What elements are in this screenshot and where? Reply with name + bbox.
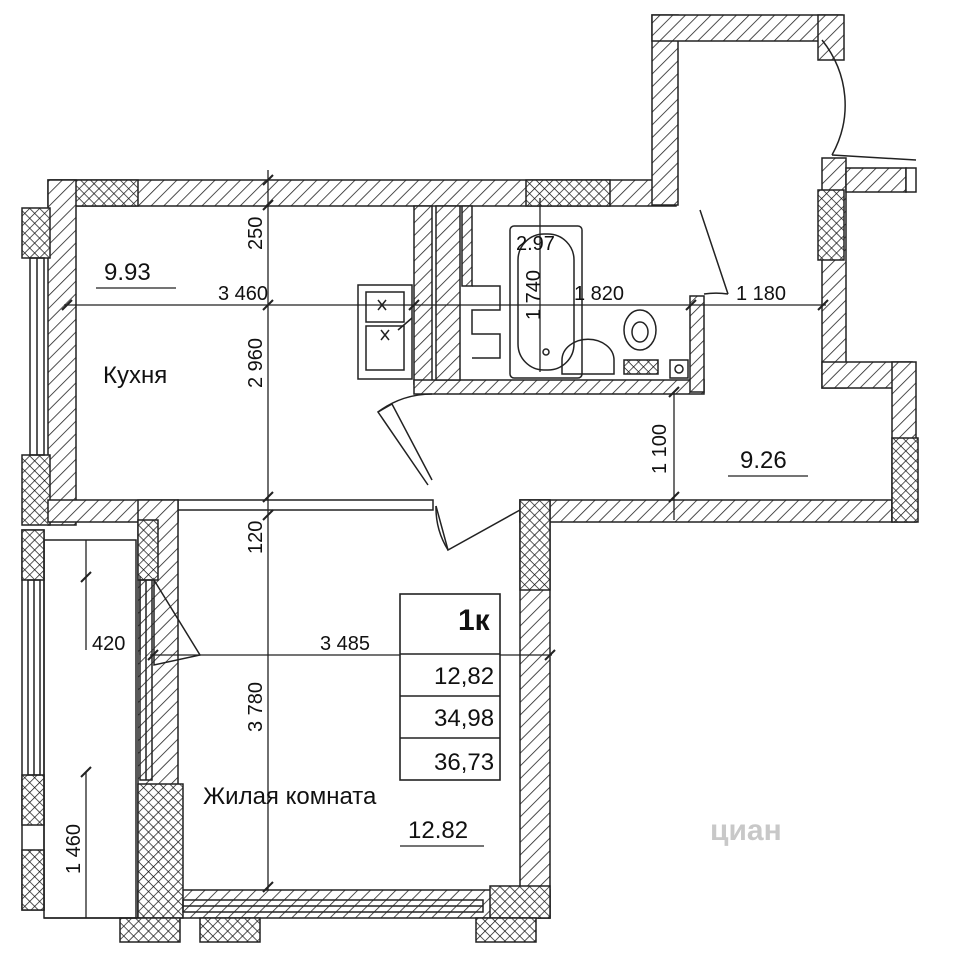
- wall-bath-mid: [461, 205, 473, 287]
- dim-1460: 1 460: [63, 824, 85, 874]
- area-underlines: [96, 287, 808, 847]
- balcony-col-2: [21, 774, 45, 826]
- hall-area: 9.26: [740, 447, 787, 474]
- door-balcony: [153, 577, 202, 666]
- living-area: 12.82: [408, 817, 468, 844]
- wall-hall-bottom: [519, 499, 893, 523]
- door-kitchen: [376, 402, 433, 486]
- windows: [27, 257, 484, 919]
- wall-kitchen-living-2: [177, 499, 434, 511]
- doors: [153, 39, 917, 666]
- wall-living-bottom: [137, 889, 551, 919]
- summary-living: 12,82: [434, 663, 494, 690]
- apartment-type: 1к: [458, 604, 491, 637]
- wall-entrance-top: [651, 14, 843, 42]
- wall-bath-left: [413, 205, 433, 385]
- door-living: [435, 505, 521, 552]
- kitchen-label: Кухня: [103, 362, 167, 389]
- door-entrance: [821, 39, 846, 156]
- fixtures: [357, 205, 689, 381]
- dim-3780: 3 780: [245, 682, 267, 732]
- wall-hall-right-col2: [891, 437, 919, 523]
- wall-left-kitchen: [47, 179, 77, 526]
- dimension-ticks: [61, 174, 829, 893]
- watermark: циан: [710, 814, 782, 847]
- wall-hall-right-col: [817, 189, 845, 261]
- wall-left-column: [21, 207, 51, 259]
- drain: [669, 359, 689, 379]
- dim-1100: 1 100: [649, 424, 671, 474]
- kitchen-area: 9.93: [104, 259, 151, 286]
- bathtub: [509, 225, 583, 379]
- balcony-col-3: [21, 849, 45, 911]
- dim-3485: 3 485: [320, 633, 370, 655]
- dim-420: 420: [92, 633, 125, 655]
- wall-top-column-mid: [525, 179, 611, 207]
- dim-120: 120: [245, 521, 267, 554]
- wall-entrance-left: [651, 14, 679, 206]
- summary-total-balcony: 36,73: [434, 749, 494, 776]
- living-label: Жилая комната: [203, 783, 377, 810]
- wall-living-left-col2: [137, 519, 159, 581]
- wall-bath-right: [689, 295, 705, 393]
- balcony-col-1: [21, 529, 45, 581]
- wall-left-column-2: [21, 454, 51, 526]
- dim-1820: 1 820: [574, 283, 624, 305]
- sink: [561, 338, 615, 375]
- balcony-rail: [43, 539, 137, 919]
- toilet: [623, 309, 657, 351]
- door-bath: [699, 209, 729, 295]
- wall-living-left-col: [137, 783, 184, 919]
- dim-3460: 3 460: [218, 283, 268, 305]
- bottom-col-1: [119, 917, 181, 943]
- wall-living-right-col: [519, 499, 551, 591]
- dim-1180: 1 180: [736, 283, 786, 305]
- dim-2960: 2 960: [245, 338, 267, 388]
- bottom-col-2: [199, 917, 261, 943]
- wall-living-bottom-col: [489, 885, 551, 919]
- dim-1740: 1 740: [523, 270, 545, 320]
- wall-entrance-stub: [845, 167, 907, 193]
- bath-area: 2.97: [516, 233, 555, 255]
- wall-entrance-stub-end: [905, 167, 917, 193]
- summary-box: [399, 593, 501, 781]
- walls: [21, 14, 919, 943]
- bottom-col-3: [475, 917, 537, 943]
- shaft: [435, 205, 461, 381]
- dim-250: 250: [245, 217, 267, 250]
- stove: [357, 284, 413, 380]
- wall-bath-bottom: [413, 379, 705, 395]
- summary-total: 34,98: [434, 705, 494, 732]
